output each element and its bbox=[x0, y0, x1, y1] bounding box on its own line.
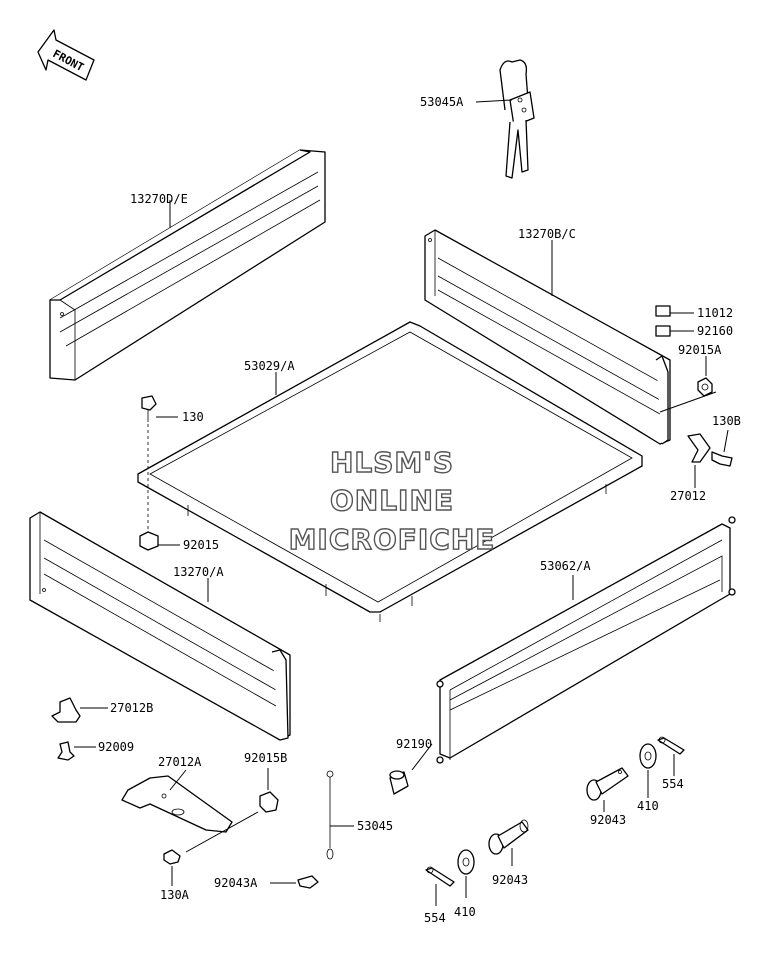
label-13270BC: 13270B/C bbox=[518, 227, 576, 241]
spacer-92015B bbox=[259, 791, 279, 813]
label-13270A: 13270/A bbox=[173, 565, 224, 579]
washer-410-bottom bbox=[457, 849, 475, 875]
clip-92043A bbox=[297, 875, 319, 889]
label-92009: 92009 bbox=[98, 740, 134, 754]
label-130: 130 bbox=[182, 410, 204, 424]
watermark: HLSM'S ONLINE MICROFICHE bbox=[288, 445, 496, 556]
hook-plate-27012A bbox=[121, 775, 233, 833]
cotter-pin-554-bottom bbox=[425, 866, 455, 887]
label-554-right: 554 bbox=[662, 777, 684, 791]
label-11012: 11012 bbox=[697, 306, 733, 320]
side-panel-13270A bbox=[29, 511, 291, 741]
tailgate-53062A bbox=[436, 516, 736, 764]
label-92043-bottom: 92043 bbox=[492, 873, 528, 887]
floor-frame-53029A bbox=[137, 321, 643, 622]
label-130A: 130A bbox=[160, 888, 190, 902]
label-53029A: 53029/A bbox=[244, 359, 295, 373]
label-53062A: 53062/A bbox=[540, 559, 591, 573]
bracket-27012 bbox=[687, 433, 711, 463]
cotter-pin-554-right bbox=[657, 736, 685, 755]
label-27012B: 27012B bbox=[110, 701, 153, 715]
label-27012A: 27012A bbox=[158, 755, 202, 769]
label-27012: 27012 bbox=[670, 489, 706, 503]
label-92160: 92160 bbox=[697, 324, 733, 338]
bolt-92009 bbox=[57, 741, 75, 761]
nut-92015 bbox=[139, 531, 159, 551]
label-410-right: 410 bbox=[637, 799, 659, 813]
side-panel-13270BC bbox=[424, 229, 671, 445]
label-410-bottom: 410 bbox=[454, 905, 476, 919]
bolt-130 bbox=[141, 395, 157, 530]
label-92190: 92190 bbox=[396, 737, 432, 751]
label-92015: 92015 bbox=[183, 538, 219, 552]
front-arrow-icon: FRONT bbox=[37, 29, 95, 81]
label-92043A: 92043A bbox=[214, 876, 258, 890]
watermark-line1: HLSM'S bbox=[330, 446, 454, 479]
cable-53045 bbox=[326, 770, 334, 860]
cap-11012 bbox=[655, 305, 671, 317]
label-92015A: 92015A bbox=[678, 343, 722, 357]
pin-92043-right bbox=[586, 767, 629, 801]
watermark-line3: MICROFICHE bbox=[289, 523, 496, 556]
label-53045: 53045 bbox=[357, 819, 393, 833]
bracket-27012B bbox=[51, 697, 81, 723]
bolt-130B bbox=[711, 451, 733, 467]
label-53045A: 53045A bbox=[420, 95, 464, 109]
cap-92160 bbox=[655, 325, 671, 337]
label-92015B: 92015B bbox=[244, 751, 287, 765]
pin-92043-bottom bbox=[488, 819, 529, 855]
side-panel-13270DE bbox=[49, 149, 326, 381]
collar-92190 bbox=[389, 770, 409, 795]
latch-53045A bbox=[499, 59, 535, 179]
label-554-bottom: 554 bbox=[424, 911, 446, 925]
label-92043-right: 92043 bbox=[590, 813, 626, 827]
watermark-line2: ONLINE bbox=[330, 484, 454, 517]
nut-92015A bbox=[697, 377, 713, 397]
label-13270DE: 13270D/E bbox=[130, 192, 188, 206]
bolt-130A bbox=[163, 849, 181, 865]
label-130B: 130B bbox=[712, 414, 741, 428]
washer-410-right bbox=[639, 743, 657, 769]
